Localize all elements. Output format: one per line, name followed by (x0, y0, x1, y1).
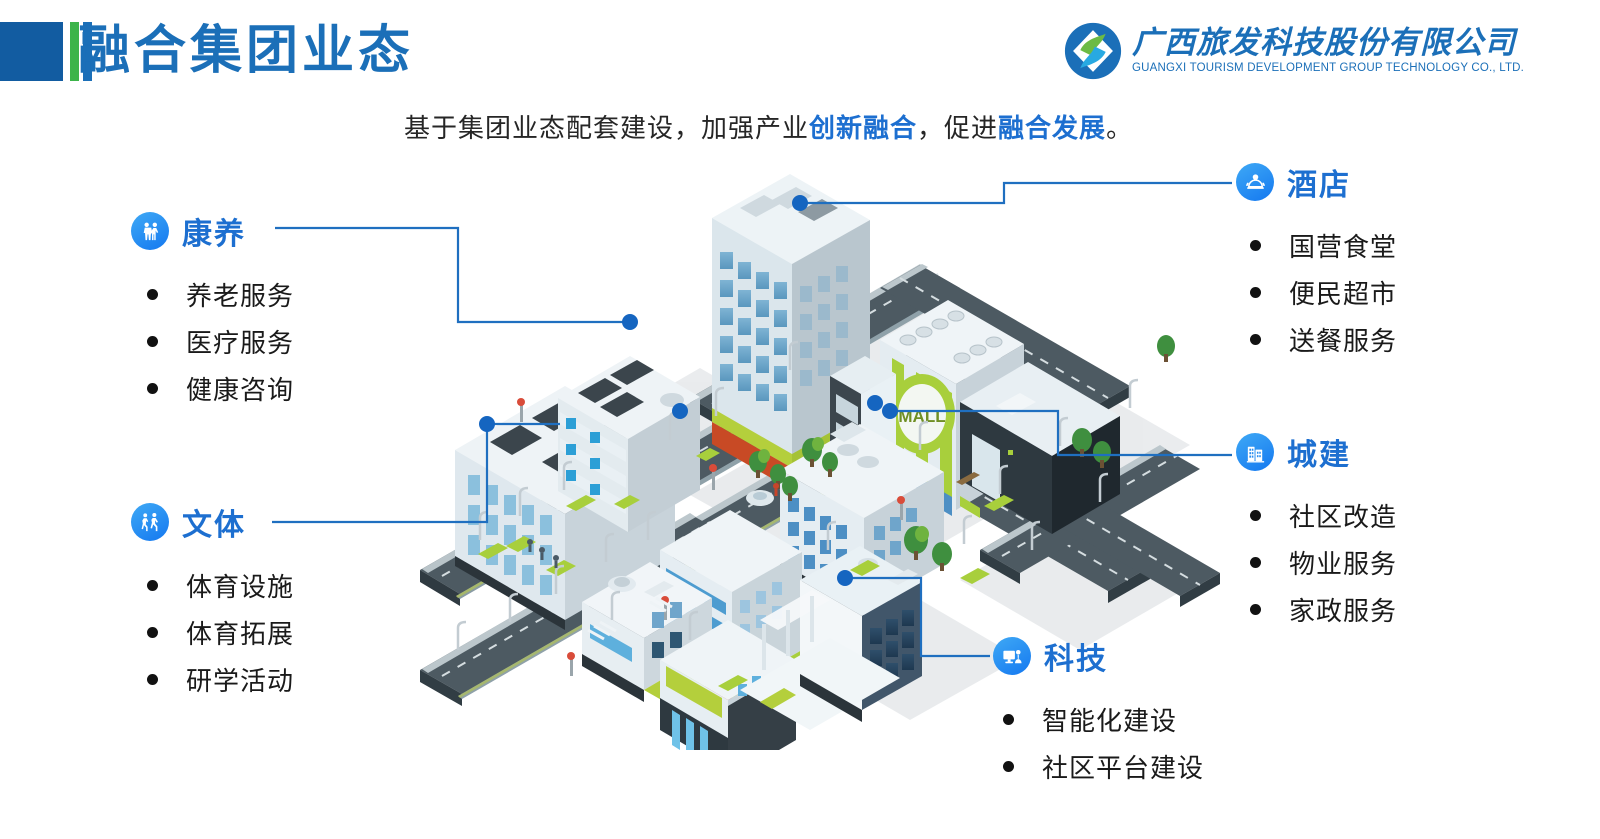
item-label: 健康咨询 (186, 375, 295, 405)
bullet-icon (147, 580, 158, 591)
item-label: 物业服务 (1289, 549, 1398, 579)
header-accent-bar-green (70, 22, 79, 81)
list-item[interactable]: 家政服务 (1250, 586, 1397, 633)
category-title-chengjian: 城建 (1287, 439, 1351, 472)
bullet-icon (1250, 240, 1261, 251)
bullet-icon (1250, 510, 1261, 521)
category-title-wenti: 文体 (182, 509, 246, 542)
list-item[interactable]: 社区改造 (1250, 492, 1397, 539)
pedestrians (527, 483, 779, 568)
elderly-care-icon (131, 212, 169, 250)
item-label: 研学活动 (186, 666, 295, 696)
subtitle-part-1: 基于集团业态配套建设，加强产业 (404, 113, 810, 143)
item-label: 体育拓展 (186, 619, 295, 649)
list-item[interactable]: 社区平台建设 (1003, 743, 1204, 790)
list-item[interactable]: 国营食堂 (1250, 222, 1397, 269)
list-item[interactable]: 体育设施 (147, 562, 294, 609)
subtitle-highlight-2: 融合发展 (998, 113, 1107, 143)
company-name-en: GUANGXI TOURISM DEVELOPMENT GROUP TECHNO… (1132, 62, 1525, 74)
category-items-kangyang: 养老服务 医疗服务 健康咨询 (147, 271, 294, 412)
category-items-keji: 智能化建设 社区平台建设 (1003, 696, 1204, 790)
category-header-wenti[interactable]: 文体 (131, 500, 294, 544)
item-label: 医疗服务 (186, 328, 295, 358)
bullet-icon (1250, 287, 1261, 298)
item-label: 养老服务 (186, 281, 295, 311)
item-label: 社区平台建设 (1042, 753, 1205, 783)
computer-monitor-icon (993, 637, 1031, 675)
list-item[interactable]: 智能化建设 (1003, 696, 1204, 743)
list-item[interactable]: 养老服务 (147, 271, 294, 318)
list-item[interactable]: 便民超市 (1250, 269, 1397, 316)
bullet-icon (1250, 334, 1261, 345)
category-jiudian[interactable]: 酒店 国营食堂 便民超市 送餐服务 (1236, 160, 1397, 363)
category-header-keji[interactable]: 科技 (993, 634, 1204, 678)
category-chengjian[interactable]: 城建 社区改造 物业服务 家政服务 (1236, 430, 1397, 633)
item-label: 送餐服务 (1289, 326, 1398, 356)
bullet-icon (1250, 604, 1261, 615)
list-item[interactable]: 物业服务 (1250, 539, 1397, 586)
trees (506, 335, 1175, 584)
bullet-icon (147, 336, 158, 347)
item-label: 国营食堂 (1289, 232, 1398, 262)
item-label: 便民超市 (1289, 279, 1398, 309)
item-label: 家政服务 (1289, 596, 1398, 626)
category-title-kangyang: 康养 (182, 218, 246, 251)
company-name-cn: 广西旅发科技股份有限公司 (1132, 25, 1516, 60)
subtitle-part-2: ，促进 (917, 113, 999, 143)
bullet-icon (147, 383, 158, 394)
category-items-jiudian: 国营食堂 便民超市 送餐服务 (1250, 222, 1397, 363)
category-wenti[interactable]: 文体 体育设施 体育拓展 研学活动 (131, 500, 294, 703)
list-item[interactable]: 送餐服务 (1250, 316, 1397, 363)
bullet-icon (147, 289, 158, 300)
item-label: 智能化建设 (1042, 706, 1178, 736)
category-items-wenti: 体育设施 体育拓展 研学活动 (147, 562, 294, 703)
bullet-icon (1003, 714, 1014, 725)
list-item[interactable]: 体育拓展 (147, 609, 294, 656)
header-accent-bar-blue (83, 22, 92, 81)
building-midleft-office (558, 356, 700, 532)
category-header-jiudian[interactable]: 酒店 (1236, 160, 1397, 204)
subtitle-highlight-1: 创新融合 (809, 113, 918, 143)
category-keji[interactable]: 科技 智能化建设 社区平台建设 (993, 634, 1204, 790)
company-logo: 广西旅发科技股份有限公司 GUANGXI TOURISM DEVELOPMENT… (1064, 22, 1524, 80)
service-bell-icon (1236, 163, 1274, 201)
logo-swoosh-icon (1064, 22, 1122, 80)
category-header-kangyang[interactable]: 康养 (131, 209, 294, 253)
list-item[interactable]: 医疗服务 (147, 318, 294, 365)
category-kangyang[interactable]: 康养 养老服务 医疗服务 健康咨询 (131, 209, 294, 412)
category-items-chengjian: 社区改造 物业服务 家政服务 (1250, 492, 1397, 633)
page-title: 融合集团业态 (78, 22, 415, 80)
list-item[interactable]: 研学活动 (147, 656, 294, 703)
list-item[interactable]: 健康咨询 (147, 365, 294, 412)
bullet-icon (1250, 557, 1261, 568)
bullet-icon (1003, 761, 1014, 772)
bullet-icon (147, 627, 158, 638)
item-label: 体育设施 (186, 572, 295, 602)
category-title-keji: 科技 (1044, 643, 1108, 676)
subtitle-part-3: 。 (1106, 113, 1134, 143)
item-label: 社区改造 (1289, 502, 1398, 532)
category-header-chengjian[interactable]: 城建 (1236, 430, 1397, 474)
building-icon (1236, 433, 1274, 471)
category-title-jiudian: 酒店 (1287, 169, 1351, 202)
subtitle: 基于集团业态配套建设，加强产业创新融合，促进融合发展。 (404, 108, 1133, 145)
bullet-icon (147, 674, 158, 685)
sports-running-icon (131, 503, 169, 541)
header-accent-square (0, 22, 63, 81)
